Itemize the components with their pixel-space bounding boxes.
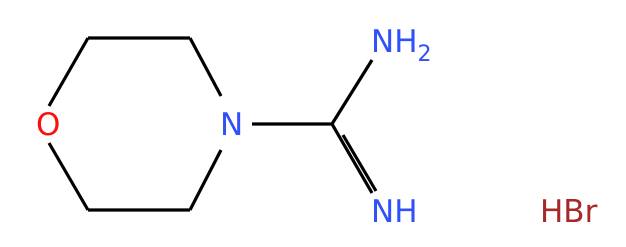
- amine-label: NH2: [371, 24, 432, 67]
- amine-subscript: 2: [418, 42, 432, 67]
- imine-label: NH: [371, 194, 418, 230]
- amidine-group: [252, 59, 378, 194]
- bond-c-nh2: [330, 59, 374, 125]
- bond-c-o-lower: [47, 142, 90, 211]
- bond-o-c-upper: [47, 37, 90, 107]
- morpholine-ring: [47, 36, 223, 212]
- bond-c-n-upper: [188, 37, 223, 97]
- ring-nitrogen-label: N: [220, 107, 243, 143]
- oxygen-atom-label: O: [36, 107, 60, 143]
- bond-c-nh-double-outer: [330, 123, 374, 194]
- hbr-salt-label: HBr: [540, 194, 598, 230]
- bond-n-c-lower: [188, 149, 223, 211]
- amine-symbol: NH: [371, 24, 418, 60]
- bond-c-nh-double-inner: [341, 134, 378, 192]
